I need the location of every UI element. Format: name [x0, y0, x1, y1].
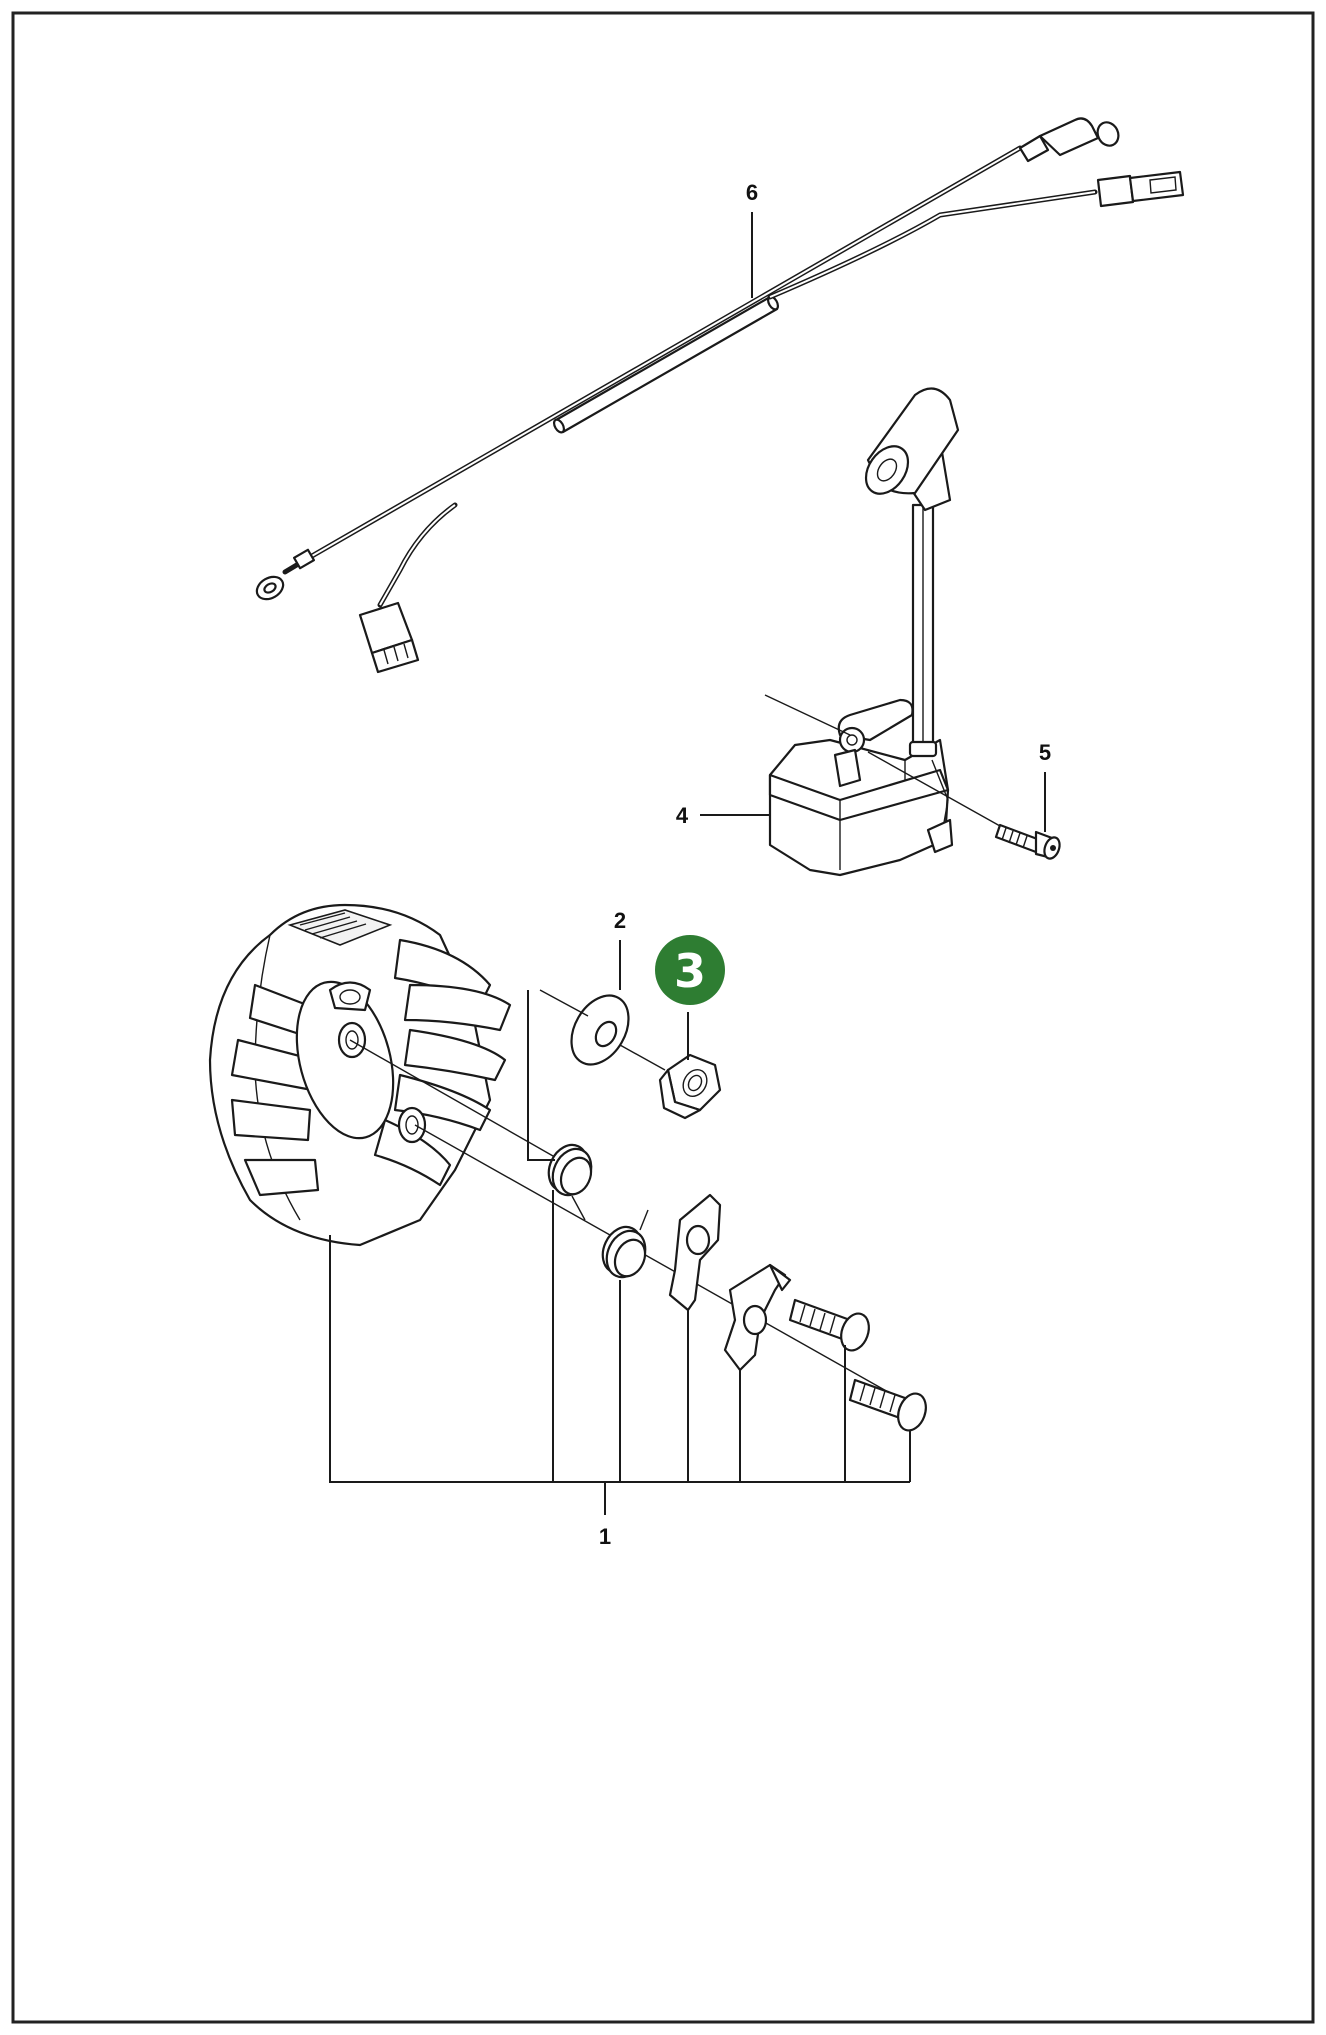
page-frame [11, 11, 1315, 2024]
part-1-spring-b[interactable] [596, 1209, 653, 1283]
part-1-bolt-a[interactable] [788, 1298, 874, 1354]
part-6-wire-harness[interactable] [253, 117, 1185, 674]
part-1-pawl-b[interactable] [723, 1263, 792, 1372]
callout-6: 6 [746, 180, 758, 205]
assembly-axis-middle [349, 1039, 561, 1161]
part-3-nut[interactable] [658, 1053, 722, 1120]
assembly-axis-lower [414, 1124, 921, 1411]
part-1-flywheel[interactable] [208, 903, 512, 1247]
callout-2: 2 [614, 908, 626, 933]
part-5-screw[interactable] [764, 694, 1062, 861]
callout-3-badge[interactable] [655, 935, 725, 1005]
assembly-axis-upper [539, 989, 666, 1071]
part-1-bolt-b[interactable] [848, 1378, 931, 1434]
callout-1: 1 [599, 1524, 611, 1549]
part-1-spring-a[interactable] [542, 1139, 599, 1221]
part-1-pawl-a[interactable] [668, 1193, 722, 1312]
part-4-ignition-coil[interactable] [768, 387, 960, 877]
leader-lines [329, 212, 1046, 1515]
callout-3: 3 [674, 944, 706, 998]
part-2-washer[interactable] [560, 985, 640, 1074]
callout-5: 5 [1039, 740, 1051, 765]
callout-4: 4 [676, 803, 689, 828]
